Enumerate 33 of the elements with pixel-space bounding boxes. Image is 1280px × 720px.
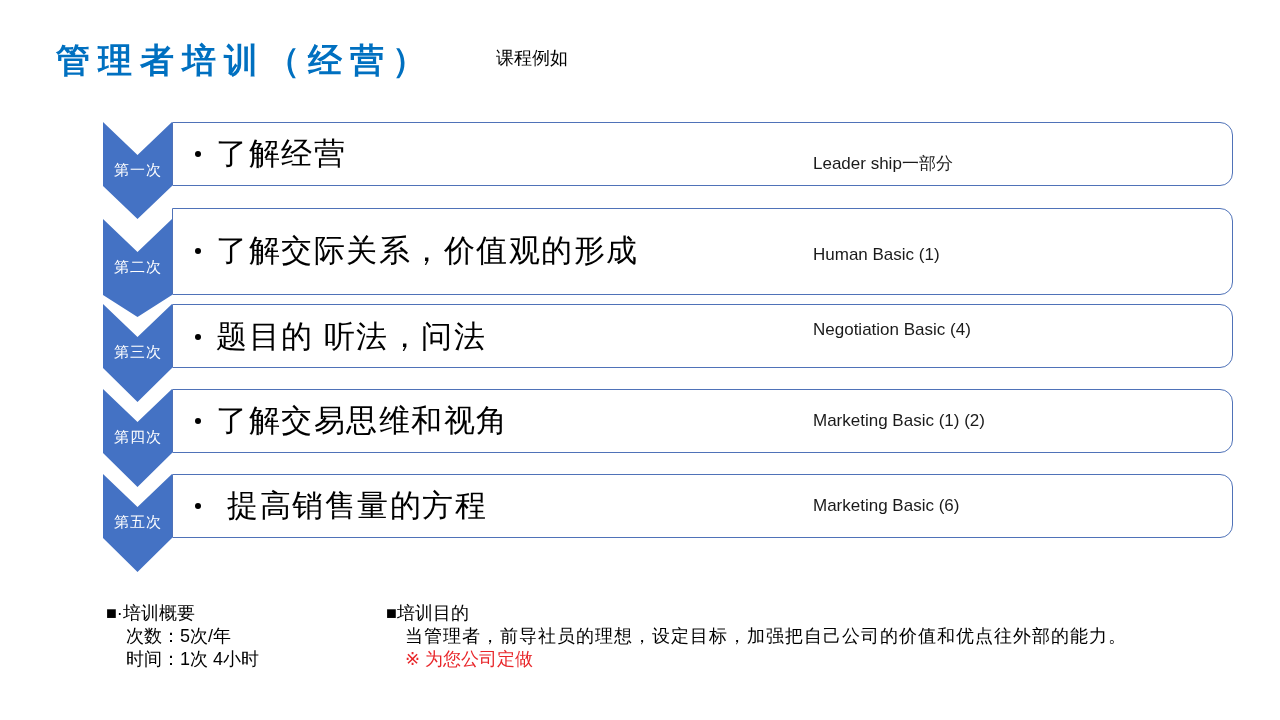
step-number: 第五次: [112, 512, 163, 532]
chevron-tab: [103, 122, 172, 219]
subtitle: 课程例如: [496, 47, 568, 70]
step-number: 第三次: [112, 342, 163, 362]
step-topic: 了解交际关系，价值观的形成: [216, 232, 639, 270]
chevron-tab: [103, 304, 172, 402]
step-card: [172, 122, 1233, 186]
step-topic: 了解交易思维和视角: [216, 402, 509, 440]
step-topic: 提高销售量的方程: [227, 487, 487, 525]
chevron-tab: [103, 389, 172, 487]
step-card: [172, 389, 1233, 453]
course-name: Negotiation Basic (4): [813, 319, 971, 341]
chevron-tab: [103, 219, 172, 317]
section-heading: ■培训目的: [386, 602, 469, 625]
course-name: Marketing Basic (1) (2): [813, 410, 985, 432]
chevron-tab: [103, 474, 172, 572]
step-topic: 了解经营: [216, 135, 346, 173]
step-card: [172, 304, 1233, 368]
course-name: Leader ship一部分: [813, 153, 953, 175]
step-number: 第一次: [112, 160, 163, 180]
note-text: ※ 为您公司定做: [405, 648, 534, 671]
section-heading: ■·培训概要: [106, 602, 195, 625]
summary-line: 时间：1次 4小时: [126, 648, 260, 671]
course-name: Marketing Basic (6): [813, 495, 960, 517]
step-card: [172, 208, 1233, 295]
purpose-text: 当管理者，前导社员的理想，设定目标，加强把自己公司的价值和优点往外部的能力。: [405, 625, 1127, 648]
summary-line: 次数：5次/年: [126, 625, 231, 648]
course-name: Human Basic (1): [813, 244, 940, 266]
step-card: [172, 474, 1233, 538]
page-title: 管理者培训（经营）: [56, 40, 434, 81]
step-number: 第二次: [112, 257, 163, 277]
step-topic: 题目的 听法，问法: [216, 318, 487, 356]
step-number: 第四次: [112, 427, 163, 447]
